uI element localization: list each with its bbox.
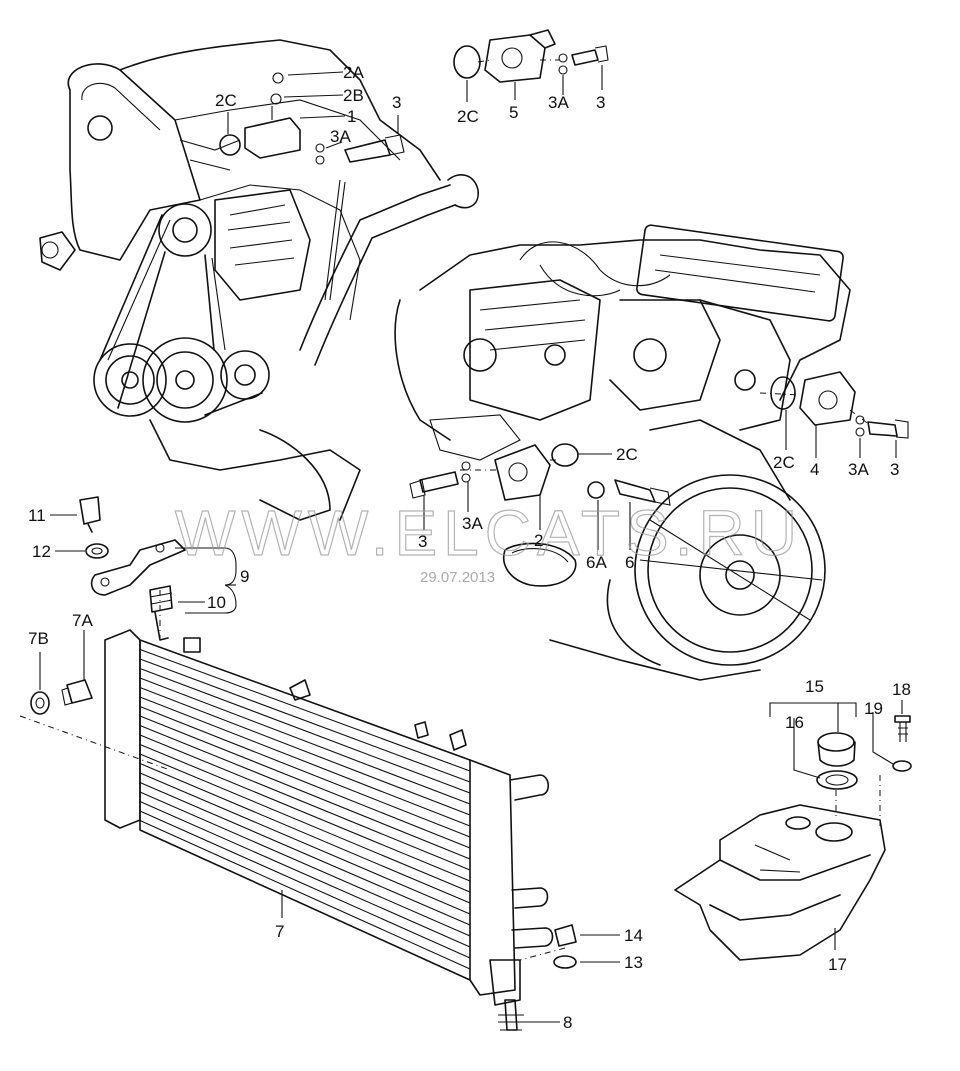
callout-17: 17: [828, 955, 847, 974]
engine-rear-drawing: [394, 224, 851, 681]
callout-2C: 2C: [773, 453, 795, 472]
callout-labels: 2A 2B 2C 1 3A 3 2C 5 3A 3 2C 2C 4 3A 3 3…: [28, 63, 911, 1032]
radiator-fin-line: [139, 800, 471, 948]
radiator-fin-line: [139, 648, 471, 772]
callout-3A: 3A: [462, 514, 483, 533]
radiator-fin-line: [139, 772, 471, 915]
callout-11: 11: [28, 506, 46, 525]
callout-2C: 2C: [215, 91, 237, 110]
bracket-group: [79, 496, 186, 641]
callout-2: 2: [534, 531, 543, 550]
callout-19: 19: [864, 699, 883, 718]
callout-3A: 3A: [330, 127, 351, 146]
radiator-fin-line: [139, 753, 471, 893]
callout-1: 1: [347, 107, 356, 126]
callout-12: 12: [32, 542, 51, 561]
radiator-fin-line: [139, 734, 471, 871]
callout-3: 3: [418, 532, 427, 551]
watermark-date: 29.07.2013: [420, 569, 495, 586]
callout-3: 3: [392, 93, 401, 112]
callout-2C: 2C: [457, 107, 479, 126]
radiator-fin-line: [139, 724, 471, 860]
callout-2C: 2C: [616, 445, 638, 464]
callout-5: 5: [509, 103, 518, 122]
radiator-mounts-group: [498, 924, 577, 1031]
callout-3: 3: [596, 93, 605, 112]
thermostat-flange-group: [453, 29, 609, 83]
callout-4: 4: [810, 460, 819, 479]
callout-6A: 6A: [586, 553, 607, 572]
radiator-fin-line: [139, 810, 471, 959]
callout-10: 10: [207, 593, 226, 612]
alignment-lines: [19, 59, 881, 961]
radiator-fin-line: [139, 715, 471, 849]
watermark-site: WWW.ELCATS.RU: [175, 497, 803, 569]
radiator-fin-line: [139, 696, 471, 827]
callout-8: 8: [563, 1013, 572, 1032]
callout-2A: 2A: [343, 63, 364, 82]
engine-block-drawing: [39, 39, 479, 521]
callout-9: 9: [240, 567, 249, 586]
callout-2B: 2B: [343, 86, 364, 105]
callout-15: 15: [805, 677, 824, 696]
callout-18: 18: [892, 680, 911, 699]
callout-7: 7: [275, 922, 284, 941]
callout-13: 13: [624, 953, 643, 972]
leader-lines: [39, 65, 903, 1023]
coolant-flange-group: [409, 443, 671, 506]
callout-14: 14: [624, 926, 643, 945]
radiator-fin-line: [139, 743, 471, 882]
radiator-fin-line: [139, 819, 471, 970]
radiator-fin-line: [139, 781, 471, 926]
radiator-fin-line: [139, 762, 471, 904]
radiator-fin-line: [139, 677, 471, 805]
callout-7A: 7A: [72, 611, 93, 630]
radiator-fin-line: [139, 686, 471, 816]
right-flange-group: [770, 371, 909, 439]
radiator-fin-line: [139, 705, 471, 838]
callout-3A: 3A: [548, 93, 569, 112]
callout-16: 16: [785, 713, 804, 732]
radiator-drawing: [30, 629, 554, 1006]
radiator-fin-line: [139, 667, 471, 794]
callout-3A: 3A: [848, 460, 869, 479]
expansion-tank-drawing: [674, 715, 912, 961]
callout-6: 6: [625, 553, 634, 572]
callout-3: 3: [890, 460, 899, 479]
radiator-fin-line: [139, 658, 471, 783]
radiator-fin-line: [139, 791, 471, 937]
callout-7B: 7B: [28, 629, 49, 648]
